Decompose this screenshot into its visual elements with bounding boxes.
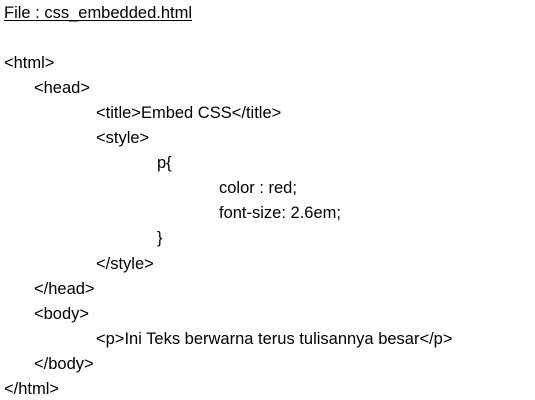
code-line-font-size-rule: font-size: 2.6em; <box>219 204 341 222</box>
code-line-html-open: <html> <box>4 54 55 72</box>
code-line-html-close: </html> <box>4 380 60 398</box>
code-line-color-rule: color : red; <box>219 179 297 197</box>
code-line-body-open: <body> <box>34 305 90 323</box>
code-line-style-close: </style> <box>96 255 154 273</box>
code-line-head-open: <head> <box>34 79 90 97</box>
code-line-title: <title>Embed CSS</title> <box>96 104 282 122</box>
code-line-p-selector: p{ <box>157 154 172 172</box>
code-line-head-close: </head> <box>34 280 95 298</box>
code-line-body-close: </body> <box>34 355 94 373</box>
file-title: File : css_embedded.html <box>4 4 193 22</box>
code-line-paragraph: <p>Ini Teks berwarna terus tulisannya be… <box>96 330 453 348</box>
code-line-p-close-brace: } <box>157 229 163 247</box>
code-line-style-open: <style> <box>96 129 150 147</box>
